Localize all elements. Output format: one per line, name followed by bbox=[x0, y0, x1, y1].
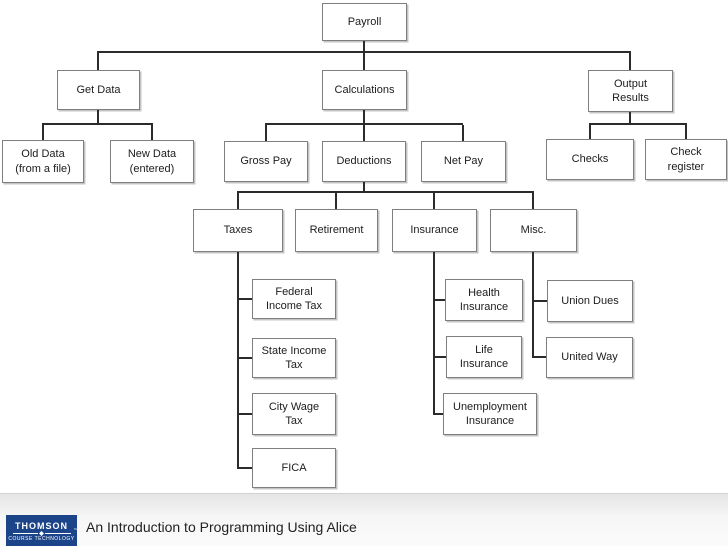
node-insurance: Insurance bbox=[392, 209, 477, 252]
logo-star-icon bbox=[39, 531, 44, 536]
node-federal-income-tax: Federal Income Tax bbox=[252, 279, 336, 319]
connector bbox=[97, 51, 631, 53]
connector bbox=[589, 123, 687, 125]
connector bbox=[239, 467, 252, 469]
logo-line-right bbox=[45, 533, 71, 534]
node-retirement: Retirement bbox=[295, 209, 378, 252]
connector bbox=[363, 110, 365, 123]
logo-subtitle-text: COURSE TECHNOLOGY bbox=[8, 536, 75, 542]
node-city-wage-tax: City Wage Tax bbox=[252, 393, 336, 435]
node-state-income-tax: State Income Tax bbox=[252, 338, 336, 378]
logo-trademark: ™ bbox=[73, 527, 78, 532]
connector bbox=[534, 356, 546, 358]
node-payroll: Payroll bbox=[322, 3, 407, 41]
footer-bar: THOMSON ™ COURSE TECHNOLOGY An Introduct… bbox=[0, 493, 728, 546]
node-output-results: Output Results bbox=[588, 70, 673, 112]
node-get-data: Get Data bbox=[57, 70, 140, 110]
connector bbox=[237, 193, 239, 209]
thomson-logo: THOMSON ™ COURSE TECHNOLOGY bbox=[6, 515, 78, 546]
node-net-pay: Net Pay bbox=[421, 141, 506, 182]
connector bbox=[435, 413, 443, 415]
node-health-insurance: Health Insurance bbox=[445, 279, 523, 321]
node-life-insurance: Life Insurance bbox=[446, 336, 522, 378]
node-taxes: Taxes bbox=[193, 209, 283, 252]
connector bbox=[239, 357, 252, 359]
connector bbox=[42, 123, 153, 125]
connector bbox=[97, 110, 99, 123]
node-united-way: United Way bbox=[546, 337, 633, 378]
logo-line-left bbox=[12, 533, 38, 534]
connector bbox=[363, 41, 365, 51]
logo-divider: ™ bbox=[12, 528, 78, 536]
node-old-data: Old Data (from a file) bbox=[2, 140, 84, 183]
connector bbox=[237, 252, 239, 469]
node-misc: Misc. bbox=[490, 209, 577, 252]
connector bbox=[265, 123, 463, 125]
connector bbox=[435, 356, 446, 358]
node-union-dues: Union Dues bbox=[547, 280, 633, 322]
node-gross-pay: Gross Pay bbox=[224, 141, 308, 182]
connector bbox=[151, 125, 153, 140]
connector bbox=[239, 298, 252, 300]
connector bbox=[363, 53, 365, 70]
node-fica: FICA bbox=[252, 448, 336, 488]
node-unemployment-insurance: Unemployment Insurance bbox=[443, 393, 537, 435]
node-checks: Checks bbox=[546, 139, 634, 180]
connector bbox=[532, 252, 534, 358]
connector bbox=[433, 252, 435, 415]
connector bbox=[97, 53, 99, 70]
connector bbox=[433, 193, 435, 209]
connector bbox=[435, 299, 445, 301]
node-deductions: Deductions bbox=[322, 141, 406, 182]
node-check-register: Check register bbox=[645, 139, 727, 180]
slide-footer-title: An Introduction to Programming Using Ali… bbox=[86, 519, 357, 535]
connector bbox=[265, 125, 267, 141]
connector bbox=[685, 125, 687, 139]
connector bbox=[532, 193, 534, 209]
connector bbox=[237, 191, 534, 193]
connector bbox=[239, 413, 252, 415]
node-new-data: New Data (entered) bbox=[110, 140, 194, 183]
connector bbox=[363, 125, 365, 141]
connector bbox=[335, 193, 337, 209]
node-calculations: Calculations bbox=[322, 70, 407, 110]
connector bbox=[363, 182, 365, 191]
connector bbox=[629, 53, 631, 70]
connector bbox=[629, 112, 631, 123]
logo-brand-text: THOMSON bbox=[15, 521, 68, 531]
connector bbox=[534, 300, 547, 302]
connector bbox=[462, 125, 464, 141]
connector bbox=[42, 125, 44, 140]
connector bbox=[589, 125, 591, 139]
